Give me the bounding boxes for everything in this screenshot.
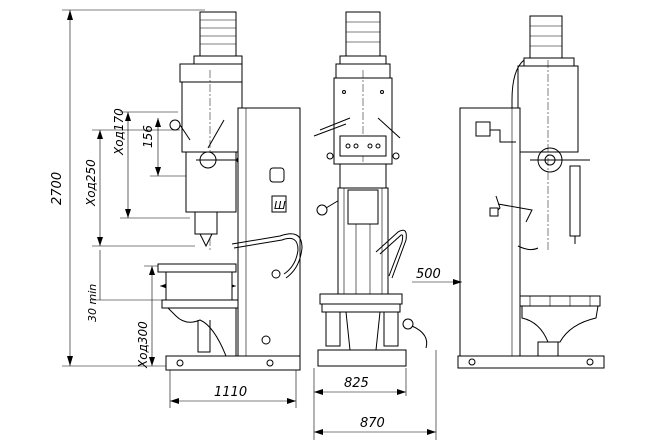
head-top xyxy=(179,63,243,83)
panel-button xyxy=(345,143,351,149)
bolt xyxy=(271,269,281,279)
coolant-hose-front xyxy=(375,229,407,279)
table-support xyxy=(166,307,237,357)
dim-text-870: 870 xyxy=(360,416,385,431)
dim-text-x170: Ход170 xyxy=(112,108,126,156)
motor-flange-front xyxy=(339,55,387,65)
arrow xyxy=(314,389,323,395)
wire xyxy=(490,129,516,143)
dim-text-1110: 1110 xyxy=(214,385,247,400)
arrow xyxy=(155,167,161,176)
dim-text-156: 156 xyxy=(141,125,155,148)
bolt xyxy=(261,335,271,345)
arrow xyxy=(149,266,155,275)
support-post-right xyxy=(537,341,559,357)
crank-arm xyxy=(411,325,428,349)
coolant-hose-inner xyxy=(233,237,299,275)
screw xyxy=(342,90,346,94)
column-right xyxy=(459,107,521,357)
panel-mark: Ш xyxy=(274,199,286,212)
lever-left-2 xyxy=(319,117,351,131)
spring xyxy=(517,245,539,251)
panel-mark-box xyxy=(271,195,287,213)
table-right xyxy=(519,295,601,307)
panel-button xyxy=(367,143,373,149)
knob xyxy=(169,119,181,131)
base-left xyxy=(165,355,301,371)
arrow-down xyxy=(67,356,73,366)
panel-button xyxy=(353,143,359,149)
gauge-rod xyxy=(569,165,581,237)
arrow xyxy=(125,112,131,121)
dim-text-height: 2700 xyxy=(50,172,65,205)
motor-flange xyxy=(193,55,243,65)
cable xyxy=(511,59,525,148)
arrow xyxy=(97,130,103,139)
side-view-left: 2700 Ход250 Ход170 156 30 min Ход300 xyxy=(50,9,303,408)
motor-right xyxy=(529,15,563,59)
small-box xyxy=(489,207,499,217)
arrow xyxy=(287,398,296,404)
lever-2 xyxy=(207,119,225,149)
front-view: 825 870 xyxy=(313,11,437,440)
arrow xyxy=(170,398,179,404)
dim-text-825: 825 xyxy=(344,376,369,391)
table-lower xyxy=(161,299,239,309)
base-bolt xyxy=(266,359,274,367)
side-view-right: 500 xyxy=(412,15,605,369)
arrow xyxy=(427,429,436,435)
front-support xyxy=(345,311,381,351)
base-right xyxy=(457,355,605,369)
dim-text-x300: Ход300 xyxy=(136,321,150,369)
arrow xyxy=(149,357,155,366)
drill-tip xyxy=(199,233,213,248)
window xyxy=(347,189,379,225)
screw xyxy=(380,90,384,94)
table-bracket xyxy=(165,271,233,301)
spindle-sleeve xyxy=(194,211,218,235)
handle-ring xyxy=(316,204,328,216)
base-bolt xyxy=(176,359,184,367)
knob xyxy=(326,152,334,160)
lever-right-side xyxy=(497,203,533,223)
arrow xyxy=(155,118,161,127)
lever-right xyxy=(377,117,401,139)
base-bolt xyxy=(468,358,476,366)
control-panel xyxy=(339,135,387,157)
lever-left xyxy=(313,123,347,137)
support-post xyxy=(197,320,211,353)
panel-box xyxy=(269,167,285,183)
dim-text-x250: Ход250 xyxy=(84,159,98,207)
panel-button xyxy=(375,143,381,149)
switch-box xyxy=(475,121,491,137)
table-support-right xyxy=(521,305,599,343)
knob xyxy=(392,152,400,160)
motor-front xyxy=(345,11,381,57)
crank xyxy=(402,318,414,330)
arrow xyxy=(453,279,462,285)
front-leg-right xyxy=(383,311,399,347)
work-table xyxy=(157,263,237,273)
base-front xyxy=(317,349,407,367)
dim-text-reach-500: 500 xyxy=(416,267,441,282)
coolant-hose-front-inner xyxy=(379,234,404,277)
column-left xyxy=(237,107,301,357)
arrow xyxy=(125,209,131,218)
feed-box xyxy=(185,151,237,213)
knob-arm xyxy=(179,124,191,141)
feed-housing-front xyxy=(339,163,387,189)
front-leg-left xyxy=(325,311,341,347)
motor-left xyxy=(199,11,237,57)
base-bolt xyxy=(586,358,594,366)
coolant-hose xyxy=(231,233,303,279)
motor-flange-right xyxy=(523,57,575,67)
arrow xyxy=(397,389,406,395)
arrow-up xyxy=(67,10,73,20)
table-slot xyxy=(321,303,401,313)
dim-text-30min: 30 min xyxy=(86,284,99,322)
arrow xyxy=(97,237,103,246)
table-front xyxy=(319,293,403,305)
arrow xyxy=(314,429,323,435)
